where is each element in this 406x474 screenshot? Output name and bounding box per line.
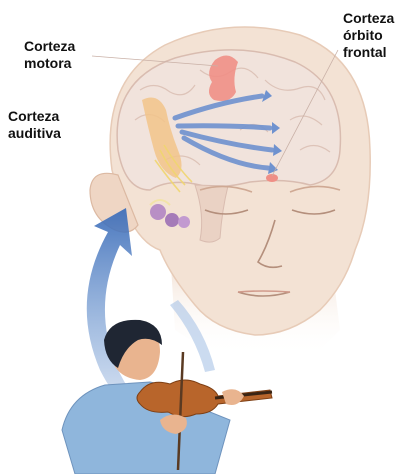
orbitofrontal-cortex-label-line-3: frontal (343, 44, 394, 61)
orbitofrontal-cortex-label-line-1: Corteza (343, 10, 394, 27)
auditory-cortex-label: Corteza auditiva (8, 108, 61, 142)
orbitofrontal-cortex-label: Corteza órbito frontal (343, 10, 394, 61)
motor-cortex-label-line-2: motora (24, 55, 75, 72)
arrow-to-frontal (178, 126, 270, 128)
motor-area (209, 55, 238, 101)
motor-cortex-label: Corteza motora (24, 38, 75, 72)
orbitofrontal-cortex-label-line-2: órbito (343, 27, 394, 44)
motor-cortex-label-line-1: Corteza (24, 38, 75, 55)
auditory-cortex-label-line-1: Corteza (8, 108, 61, 125)
auditory-cortex-label-line-2: auditiva (8, 125, 61, 142)
violin (137, 380, 272, 417)
